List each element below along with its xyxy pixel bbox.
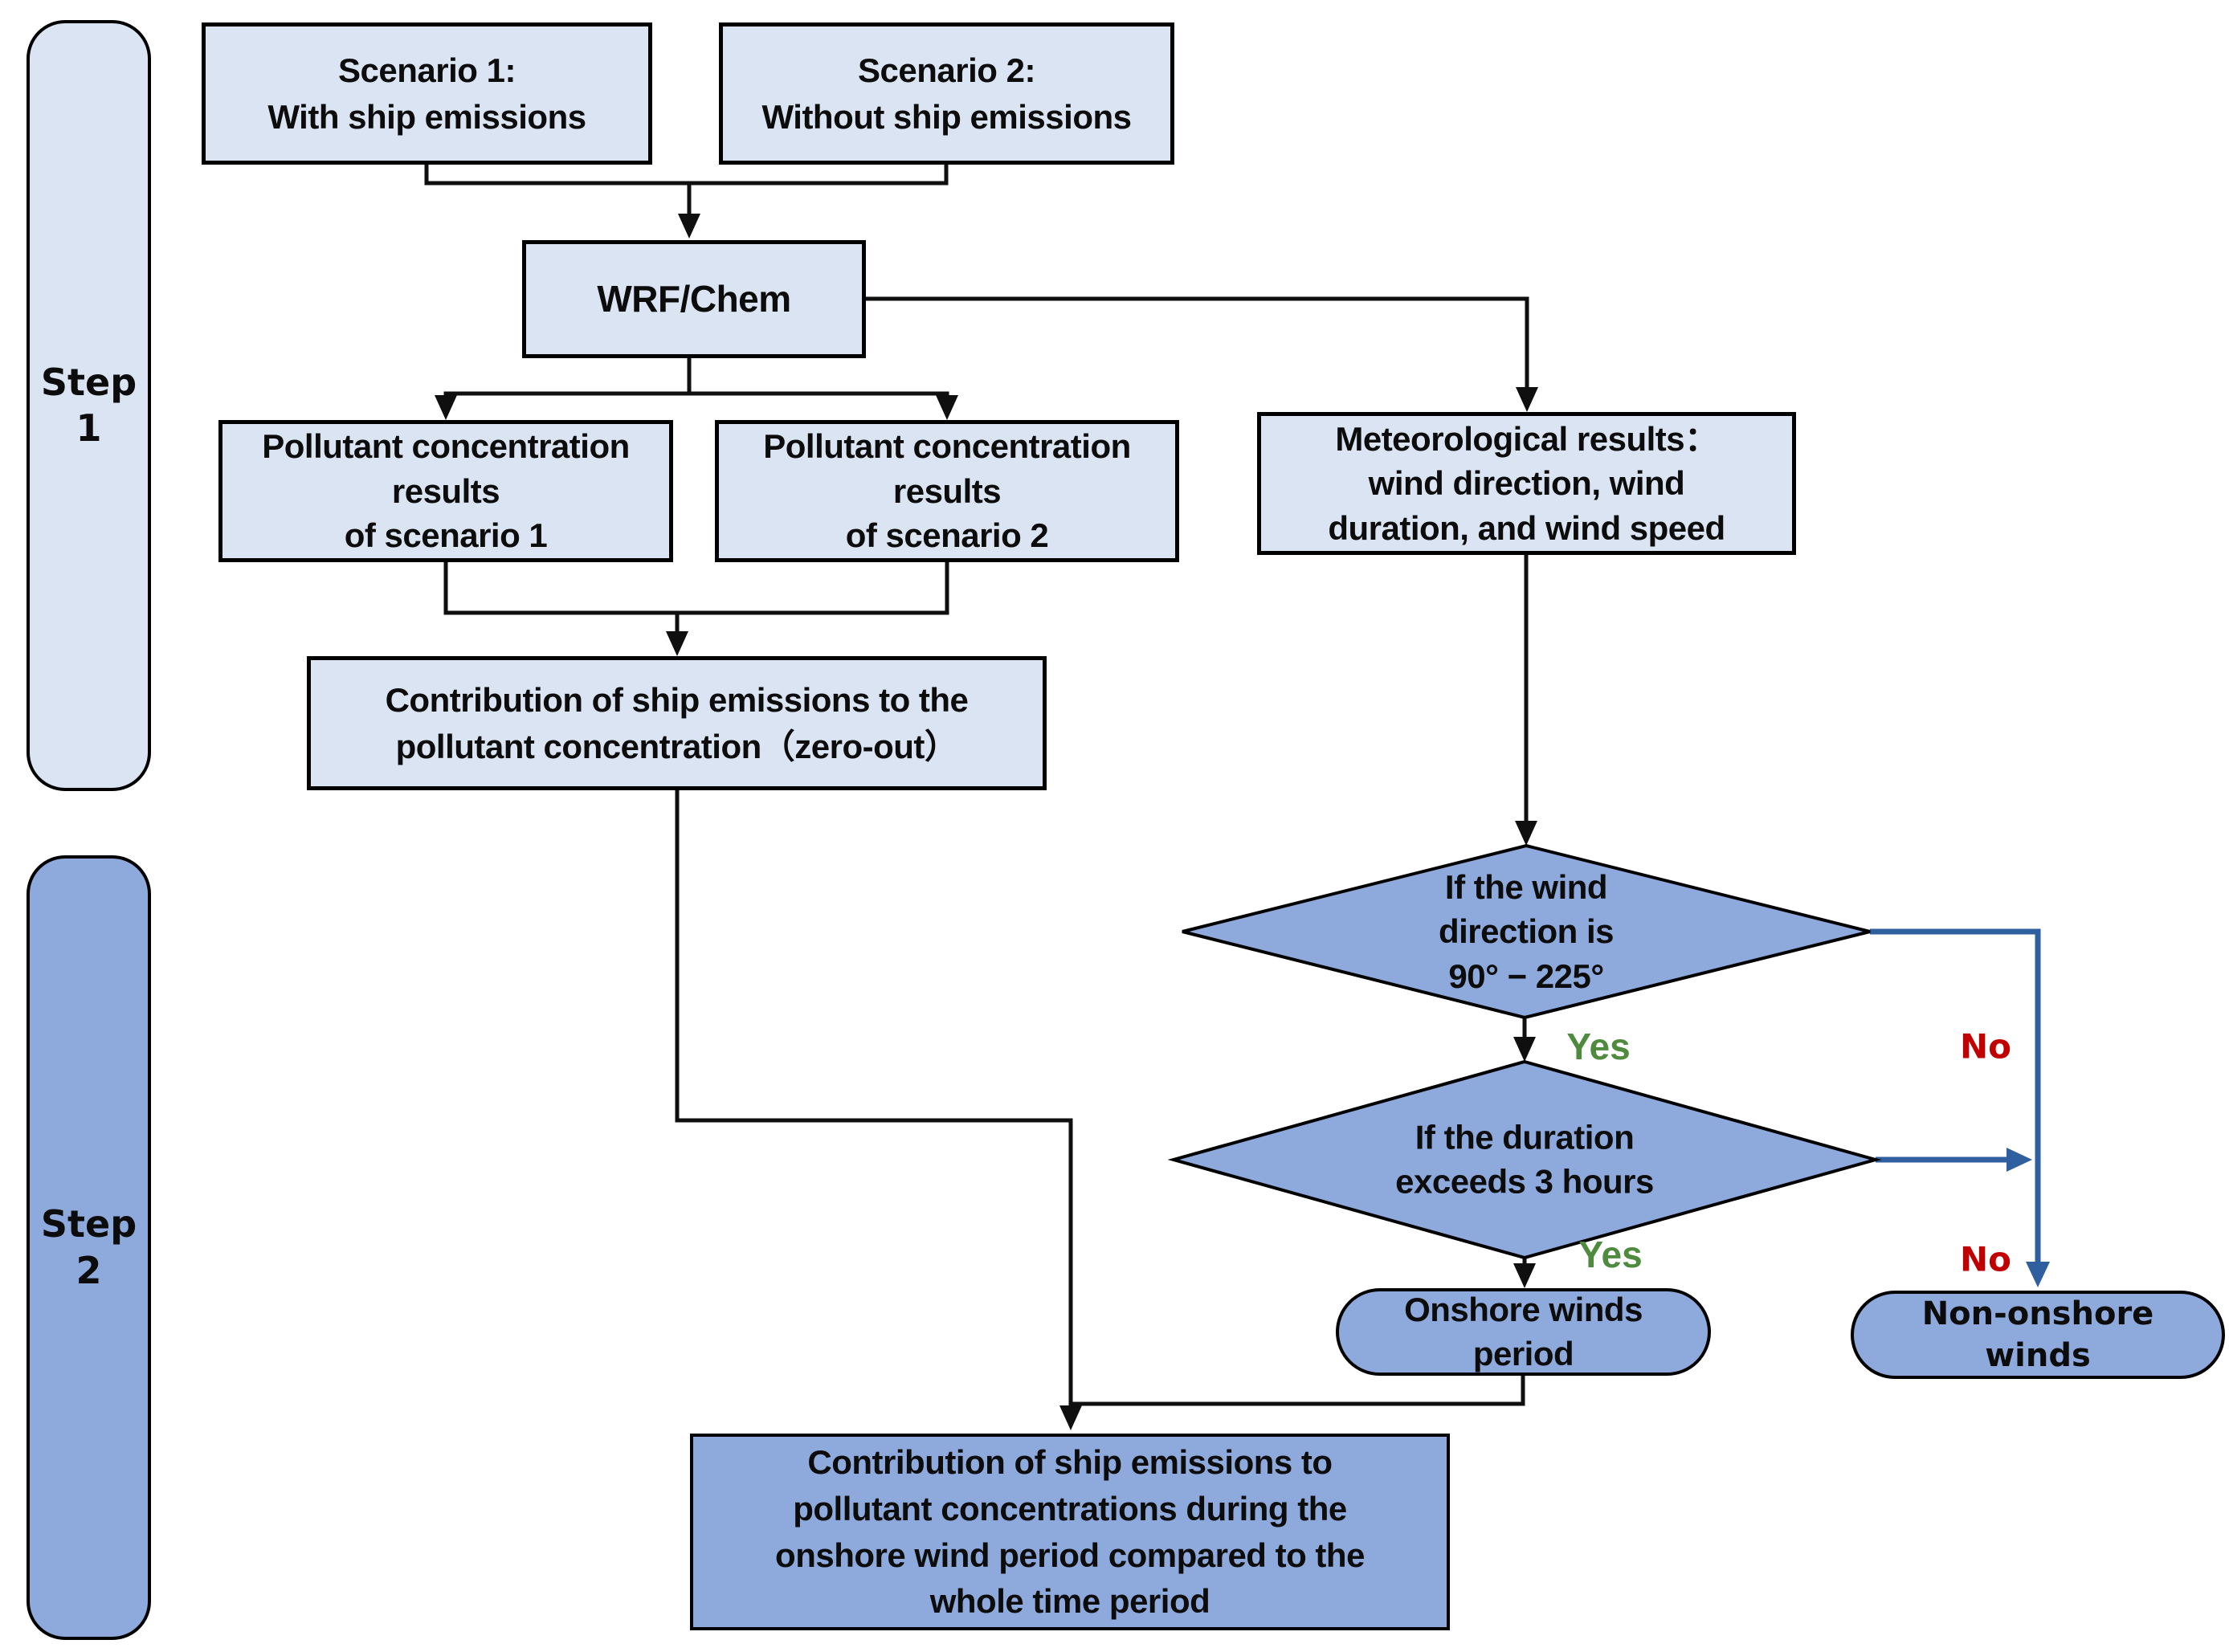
node-scenario-1: Scenario 1: With ship emissions xyxy=(202,22,652,165)
arrowhead-met xyxy=(1516,387,1538,412)
arrowhead-final xyxy=(1059,1405,1082,1430)
edge-label-yes-1: Yes xyxy=(1566,1026,1631,1067)
node-pollutant-results-2-label: Pollutant concentration results of scena… xyxy=(763,427,1131,555)
edge-scenarios-join xyxy=(424,165,949,186)
decision-wind-direction-label: If the wind direction is 90° − 225° xyxy=(1438,867,1615,995)
arrowhead-decision2 xyxy=(1513,1037,1536,1062)
node-onshore-winds-period-label: Onshore winds period xyxy=(1404,1290,1643,1373)
blue-arrowheads xyxy=(2007,1148,2050,1287)
node-scenario-1-label: Scenario 1: With ship emissions xyxy=(267,51,586,136)
edge-wrfchem-to-met xyxy=(866,296,1529,405)
node-non-onshore-winds: Non-onshore winds xyxy=(1851,1291,2225,1379)
sidebar-step-2: Step 2 xyxy=(27,855,151,1640)
sidebar-step-1: Step 1 xyxy=(27,20,151,791)
node-final-contribution-label: Contribution of ship emissions to pollut… xyxy=(775,1442,1365,1621)
arrowhead-no-merge xyxy=(2007,1148,2032,1172)
arrowhead-onshore xyxy=(1513,1263,1536,1288)
edge-pollutants-join xyxy=(443,562,949,615)
arrowhead-pollutant2 xyxy=(936,395,958,420)
arrowhead-wrfchem xyxy=(678,214,700,239)
arrowhead-pollutant1 xyxy=(435,395,457,420)
edge-onshore-to-final xyxy=(1071,1376,1525,1406)
black-arrowheads xyxy=(435,214,1538,1430)
sidebar-step-2-label: Step 2 xyxy=(40,1202,137,1292)
node-zero-out: Contribution of ship emissions to the po… xyxy=(307,656,1047,790)
edge-zeroout-to-final xyxy=(675,790,1073,1423)
node-scenario-2: Scenario 2: Without ship emissions xyxy=(719,22,1174,165)
edge-label-no-2: No xyxy=(1959,1239,2012,1279)
node-pollutant-results-1-label: Pollutant concentration results of scena… xyxy=(262,427,630,555)
node-final-contribution: Contribution of ship emissions to pollut… xyxy=(690,1434,1450,1630)
node-wrf-chem-label: WRF/Chem xyxy=(597,278,791,320)
blue-edges xyxy=(1870,928,2041,1279)
node-scenario-2-label: Scenario 2: Without ship emissions xyxy=(761,51,1132,136)
arrowhead-nononshore xyxy=(2026,1262,2050,1287)
node-pollutant-results-2: Pollutant concentration results of scena… xyxy=(715,420,1179,562)
edge-label-yes-2: Yes xyxy=(1578,1234,1643,1275)
arrowhead-decision1 xyxy=(1515,821,1537,846)
arrowhead-zeroout xyxy=(666,631,688,656)
decision-wind-direction-shape xyxy=(1182,843,1871,1020)
node-meteorological-results: Meteorological results： wind direction, … xyxy=(1257,412,1796,555)
node-wrf-chem: WRF/Chem xyxy=(522,240,866,358)
node-onshore-winds-period: Onshore winds period xyxy=(1336,1288,1711,1376)
edge-decision1-no xyxy=(1870,928,2041,1279)
node-meteorological-results-label: Meteorological results： wind direction, … xyxy=(1328,419,1725,547)
node-zero-out-label: Contribution of ship emissions to the po… xyxy=(385,681,969,765)
edge-label-no-1: No xyxy=(1959,1026,2012,1067)
edge-split-pollutants xyxy=(443,391,949,413)
decision-duration-label: If the duration exceeds 3 hours xyxy=(1395,1118,1654,1201)
decision-shapes xyxy=(1167,843,1882,1260)
node-pollutant-results-1: Pollutant concentration results of scena… xyxy=(218,420,673,562)
sidebar-step-1-label: Step 1 xyxy=(40,360,137,451)
node-non-onshore-winds-label: Non-onshore winds xyxy=(1921,1295,2154,1374)
decision-duration-shape xyxy=(1167,1059,1882,1260)
